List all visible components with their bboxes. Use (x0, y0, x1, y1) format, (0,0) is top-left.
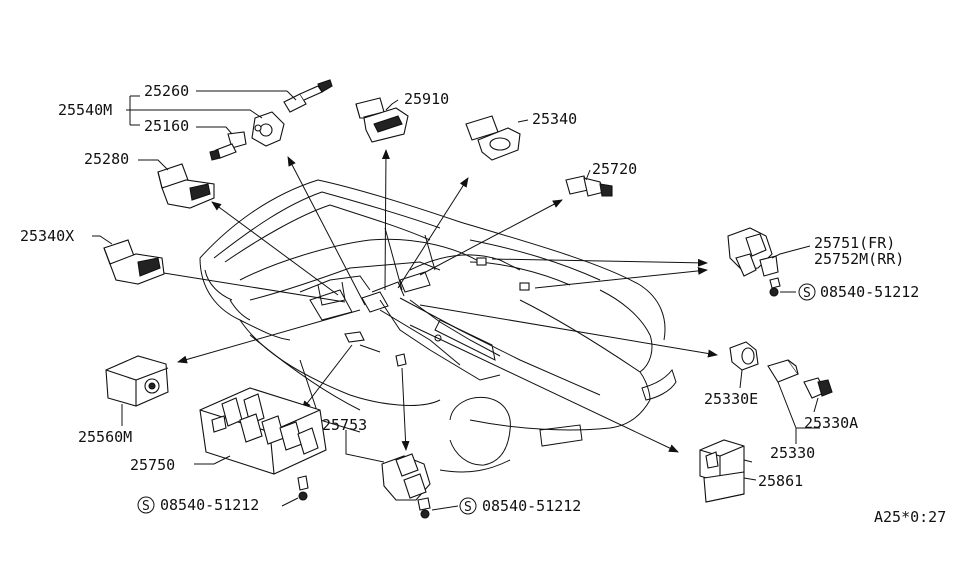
label-25330: 25330 (770, 444, 815, 462)
label-25260: 25260 (144, 82, 189, 100)
switch-25753-part (381, 453, 431, 519)
leader-arrows (144, 149, 718, 453)
car-body-outline (199, 179, 677, 473)
label-08540-left: 08540-51212 (160, 496, 259, 514)
label-25752M: 25752M(RR) (814, 250, 904, 268)
label-25753: 25753 (322, 416, 367, 434)
label-08540-mid: 08540-51212 (482, 497, 581, 515)
label-25750: 25750 (130, 456, 175, 474)
label-25340: 25340 (532, 110, 577, 128)
screw-symbol-mid: S (459, 497, 477, 515)
label-08540-right: 08540-51212 (820, 283, 919, 301)
label-25560M: 25560M (78, 428, 132, 446)
screw-symbol-left: S (137, 496, 155, 514)
label-25330A: 25330A (804, 414, 858, 432)
switch-25751-part (727, 227, 781, 297)
label-25540M: 25540M (58, 101, 112, 119)
screw-symbol-right: S (798, 283, 816, 301)
screw-symbol-left-text: S (142, 499, 150, 514)
screw-symbol-mid-text: S (464, 500, 472, 515)
label-25910: 25910 (404, 90, 449, 108)
label-25280: 25280 (84, 150, 129, 168)
switch-25330-part (729, 341, 833, 399)
switch-25340-part (465, 115, 521, 161)
switch-25560M-part (105, 355, 169, 407)
switch-25340X-part (103, 239, 165, 285)
label-25861: 25861 (758, 472, 803, 490)
switch-25720-part (565, 175, 613, 197)
window-master-switch-part (199, 387, 327, 501)
label-25720: 25720 (592, 160, 637, 178)
switch-25280-part (157, 163, 215, 209)
combination-switch-part (209, 79, 333, 161)
switch-25910-part (355, 97, 409, 143)
label-25330E: 25330E (704, 390, 758, 408)
label-25751: 25751(FR) (814, 234, 895, 252)
label-25340X: 25340X (20, 227, 74, 245)
screw-symbol-right-text: S (803, 286, 811, 301)
label-leader-lines (92, 90, 820, 511)
footer-code: A25*0:27 (874, 508, 946, 526)
label-25160: 25160 (144, 117, 189, 135)
switch-25861-part (699, 439, 745, 503)
car-component-markers (344, 257, 530, 367)
